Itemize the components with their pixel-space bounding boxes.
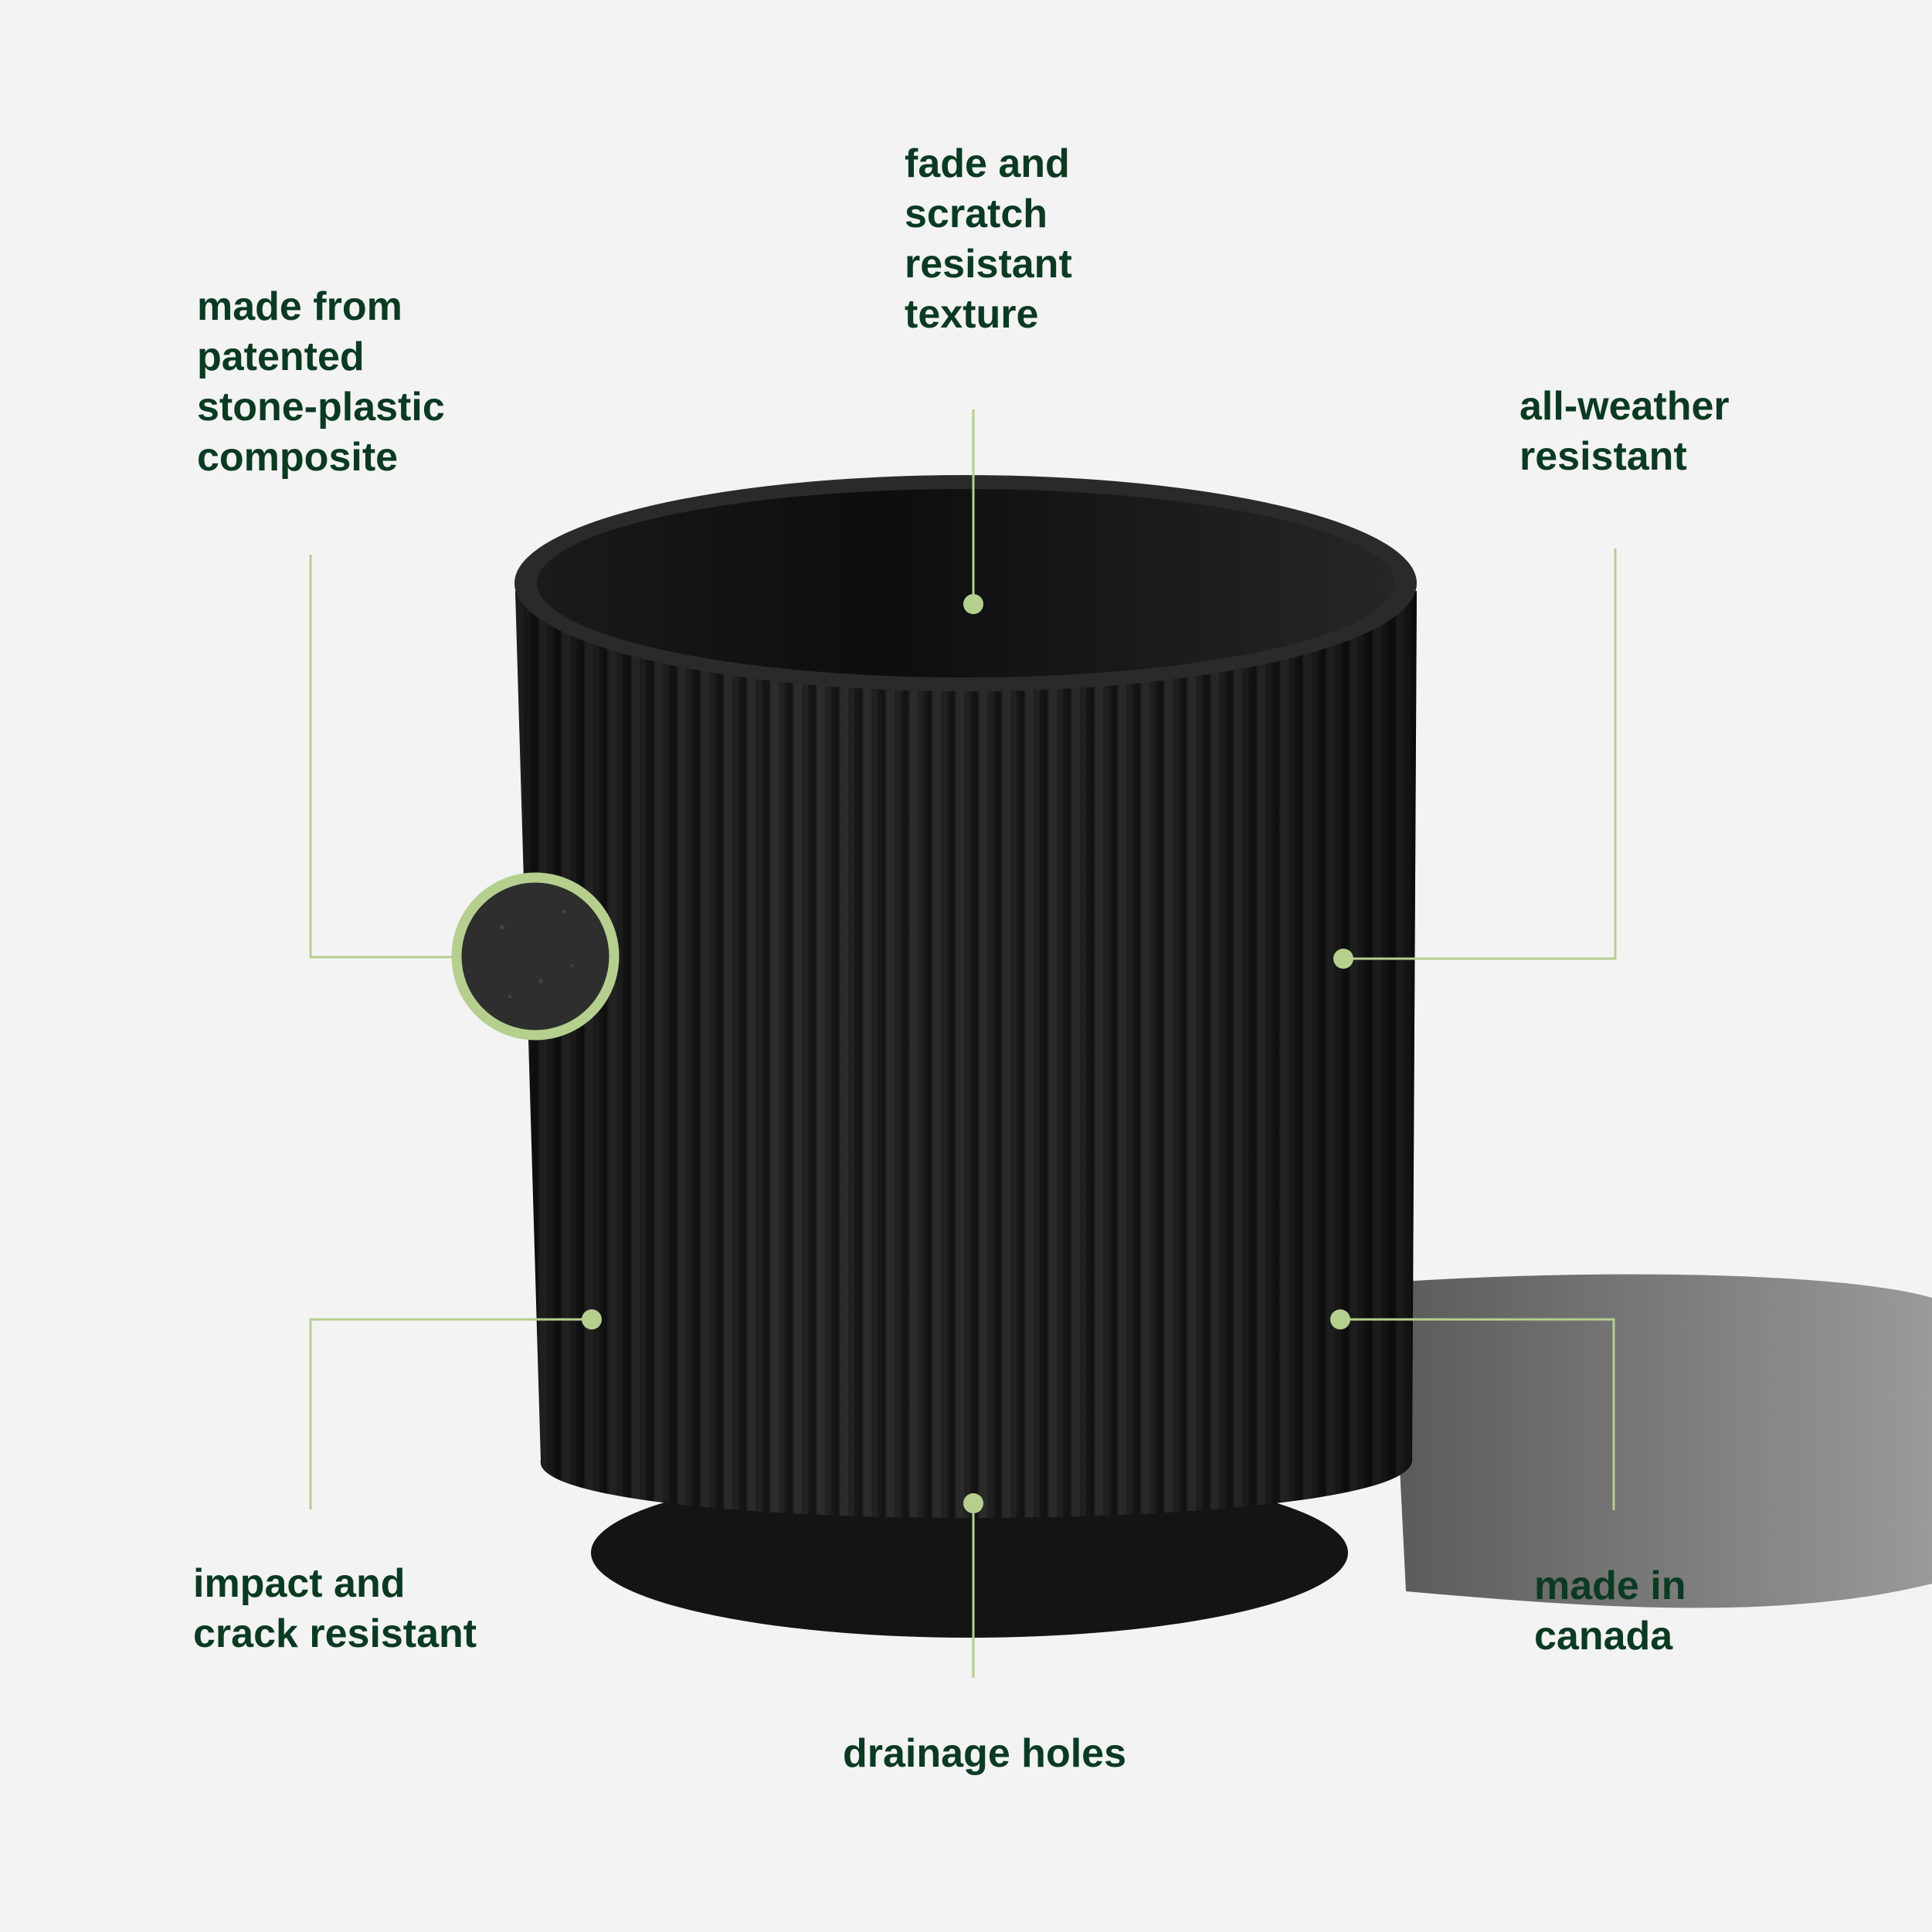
- callout-dots: [582, 594, 1353, 1513]
- feature-texture: fade and scratch resistant texture: [905, 141, 1072, 337]
- feature-weather: all-weather resistant: [1519, 384, 1730, 479]
- pot-shadow: [1390, 1274, 1932, 1608]
- dot-weather: [1333, 949, 1353, 969]
- pot-opening: [537, 489, 1394, 677]
- feature-drainage: drainage holes: [843, 1731, 1126, 1776]
- leader-lines: [309, 409, 1617, 1678]
- material-magnifier: [451, 872, 620, 1041]
- dot-impact: [582, 1309, 602, 1329]
- feature-origin: made in canada: [1534, 1564, 1686, 1659]
- feature-material: made from patented stone-plastic composi…: [197, 284, 445, 480]
- dot-drainage: [963, 1493, 983, 1513]
- dot-texture: [963, 594, 983, 614]
- dot-origin: [1330, 1309, 1350, 1329]
- feature-impact: impact and crack resistant: [193, 1561, 477, 1656]
